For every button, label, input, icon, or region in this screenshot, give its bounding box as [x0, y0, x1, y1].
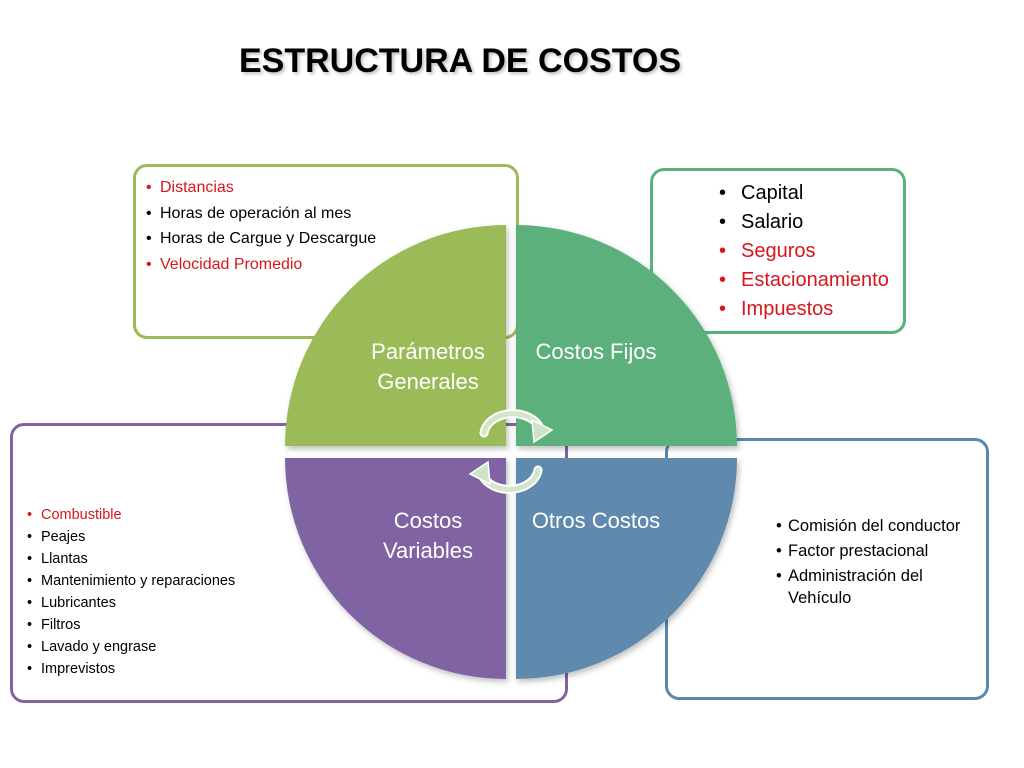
parametros-list: DistanciasHoras de operación al mesHoras… — [146, 175, 376, 277]
list-item: Factor prestacional — [776, 540, 976, 562]
list-item: Comisión del conductor — [776, 515, 976, 537]
quadrant-costos-fijos — [516, 225, 737, 446]
list-item: Capital — [719, 179, 889, 208]
list-item: Velocidad Promedio — [146, 252, 376, 278]
list-item: Horas de operación al mes — [146, 201, 376, 227]
page-title: ESTRUCTURA DE COSTOS — [238, 42, 682, 80]
list-item: Combustible — [27, 504, 235, 526]
list-item: Lubricantes — [27, 592, 235, 614]
list-item: Imprevistos — [27, 658, 235, 680]
list-item: Filtros — [27, 614, 235, 636]
cycle-arrows-icon — [468, 409, 554, 494]
quadrant-parametros-generales — [285, 225, 506, 446]
label-costos-variables: Costos Variables — [382, 508, 474, 563]
list-item: Peajes — [27, 526, 235, 548]
otros-costos-list: Comisión del conductorFactor prestaciona… — [776, 515, 976, 612]
list-item: Mantenimiento y reparaciones — [27, 570, 235, 592]
otros-costos-box: Comisión del conductorFactor prestaciona… — [665, 438, 989, 700]
list-item: Lavado y engrase — [27, 636, 235, 658]
costos-variables-list: CombustiblePeajesLlantasMantenimiento y … — [27, 504, 235, 680]
list-item: Impuestos — [719, 295, 889, 324]
costos-fijos-list: CapitalSalarioSegurosEstacionamientoImpu… — [719, 179, 889, 324]
quadrant-otros-costos — [516, 458, 737, 679]
list-item: Administración del Vehículo — [776, 565, 976, 609]
list-item: Horas de Cargue y Descargue — [146, 226, 376, 252]
costos-fijos-box: CapitalSalarioSegurosEstacionamientoImpu… — [650, 168, 906, 334]
list-item: Salario — [719, 208, 889, 237]
quadrant-costos-variables — [285, 458, 506, 679]
label-parametros-generales: Parámetros Generales — [371, 339, 485, 394]
label-otros-costos: Otros Costos — [531, 508, 661, 533]
list-item: Seguros — [719, 237, 889, 266]
label-costos-fijos: Costos Fijos — [535, 339, 657, 364]
list-item: Llantas — [27, 548, 235, 570]
list-item: Distancias — [146, 175, 376, 201]
list-item: Estacionamiento — [719, 266, 889, 295]
